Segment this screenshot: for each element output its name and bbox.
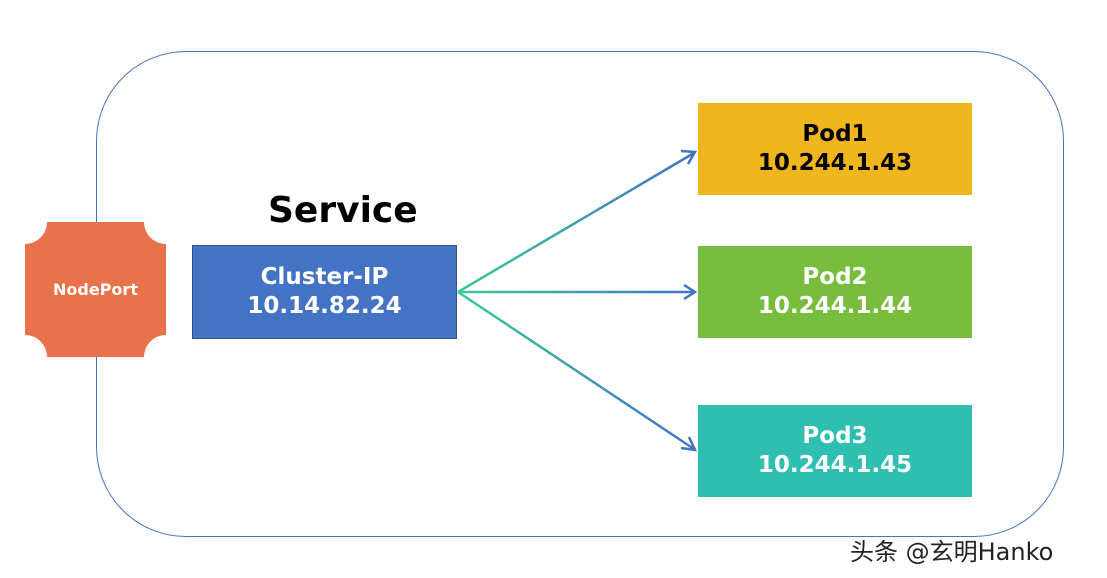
watermark: 头条 @玄明Hanko xyxy=(850,538,1054,566)
pod1-box: Pod1 10.244.1.43 xyxy=(698,103,972,195)
arrowhead-pod3 xyxy=(680,436,698,452)
cluster-ip-address: 10.14.82.24 xyxy=(247,293,402,319)
nodeport-label: NodePort xyxy=(53,280,138,299)
arrow-to-pod3 xyxy=(457,290,695,451)
arrowhead-pod2 xyxy=(683,283,698,301)
pod2-ip: 10.244.1.44 xyxy=(757,293,913,319)
cluster-ip-label: Cluster-IP xyxy=(260,264,389,291)
pod1-ip: 10.244.1.43 xyxy=(757,150,913,176)
cluster-ip-box: Cluster-IP 10.14.82.24 xyxy=(192,245,457,339)
pod2-name: Pod2 xyxy=(802,264,868,291)
arrow-to-pod1 xyxy=(457,151,695,294)
pod3-name: Pod3 xyxy=(802,423,868,450)
pod3-box: Pod3 10.244.1.45 xyxy=(698,405,972,497)
pod1-name: Pod1 xyxy=(802,121,868,148)
nodeport-badge-icon xyxy=(25,222,166,357)
nodeport-shape: NodePort xyxy=(25,222,166,357)
service-title: Service xyxy=(268,190,418,231)
arrowhead-pod1 xyxy=(680,149,698,165)
pod2-box: Pod2 10.244.1.44 xyxy=(698,246,972,338)
pod3-ip: 10.244.1.45 xyxy=(757,452,913,478)
